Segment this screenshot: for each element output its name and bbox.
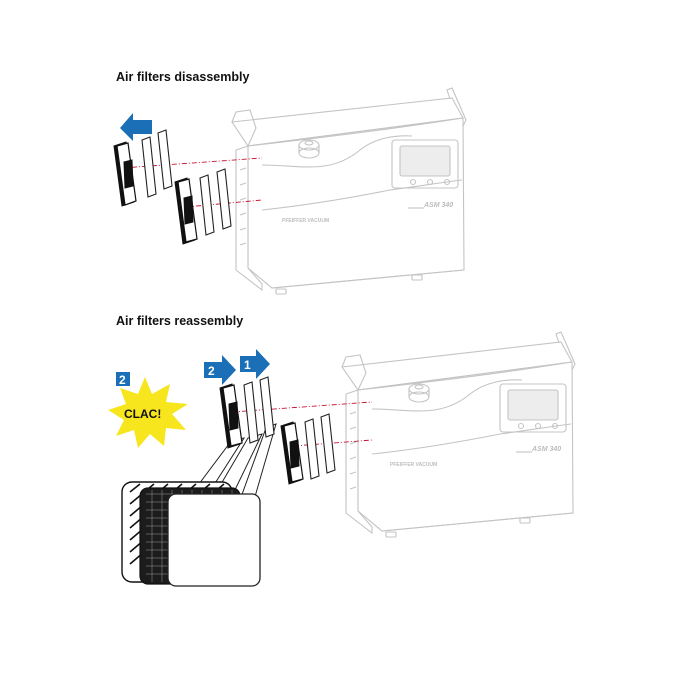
- side-step-badge-text: 2: [119, 373, 126, 387]
- guide-line-lower: [185, 199, 263, 208]
- side-step-badge: [116, 372, 130, 386]
- arrow-left-icon: [120, 113, 152, 141]
- filter-set-lower-removed: [174, 168, 232, 245]
- model-label-2: ASM 340: [531, 446, 561, 453]
- step-badge-1: [240, 356, 256, 372]
- machine-reassembly: PFEIFFER VACUUM ASM 340: [341, 331, 576, 538]
- filter-set-upper-removed: [113, 129, 173, 207]
- brand-label-1: PFEIFFER VACUUM: [282, 218, 329, 224]
- filter-detail-enlarged: [121, 481, 261, 587]
- starburst-icon: [108, 377, 188, 448]
- disassembly-title: Air filters disassembly: [116, 70, 250, 84]
- step-1-arrow: 1: [240, 349, 270, 379]
- model-label-1: ASM 340: [423, 202, 453, 209]
- step-badge-2-text: 2: [208, 364, 215, 378]
- step-badge-2: [204, 362, 220, 378]
- reassembly-title: Air filters reassembly: [116, 314, 244, 328]
- machine-disassembly: PFEIFFER VACUUM ASM 340: [231, 87, 467, 295]
- filter-set-inserting: [219, 376, 275, 449]
- step-2-arrow: 2: [204, 355, 236, 385]
- step-badge-1-text: 1: [244, 358, 251, 372]
- clac-label: CLAC!: [124, 407, 161, 421]
- filter-set-installed: [280, 413, 336, 485]
- brand-label-2: PFEIFFER VACUUM: [390, 462, 437, 468]
